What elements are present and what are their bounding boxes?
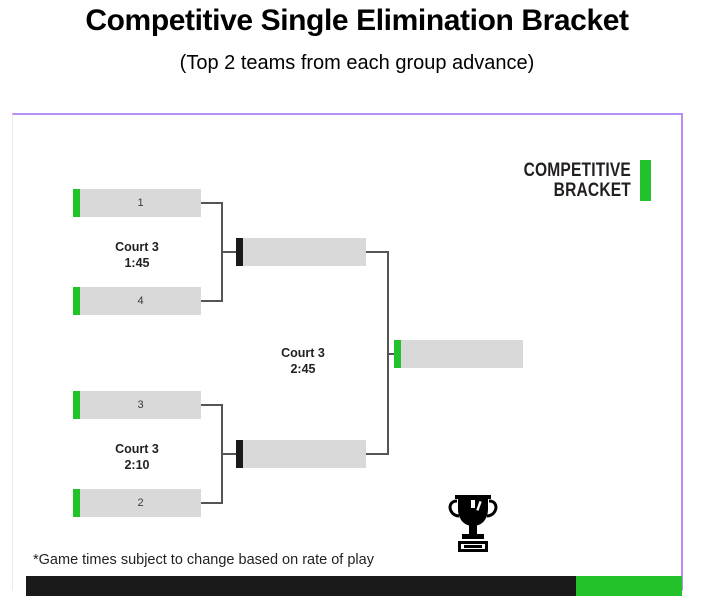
connector-line xyxy=(201,300,223,302)
trophy-icon xyxy=(448,495,498,552)
connector-line xyxy=(366,251,389,253)
match-info-final: Court 3 2:45 xyxy=(243,345,363,377)
slot-accent-icon xyxy=(73,391,80,419)
slot-accent-icon xyxy=(73,189,80,217)
slot-seed-4[interactable]: 4 xyxy=(73,287,201,315)
slot-seed-1[interactable]: 1 xyxy=(73,189,201,217)
footnote-text: *Game times subject to change based on r… xyxy=(33,552,374,568)
bottom-bar-green-segment xyxy=(576,576,682,596)
slot-accent-icon xyxy=(73,489,80,517)
slot-accent-icon xyxy=(73,287,80,315)
page-title: Competitive Single Elimination Bracket xyxy=(85,4,629,37)
match-time-label: 1:45 xyxy=(124,256,150,270)
connector-line xyxy=(221,453,237,455)
match-court-label: Court 3 xyxy=(281,346,325,360)
competitive-bracket-logo: COMPETITIVE BRACKET xyxy=(500,160,651,201)
connector-line xyxy=(201,502,223,504)
connector-line xyxy=(366,453,389,455)
connector-line xyxy=(221,251,237,253)
bottom-bar xyxy=(26,576,682,596)
slot-seed-label: 1 xyxy=(137,197,144,209)
slot-accent-icon xyxy=(394,340,401,368)
match-time-label: 2:10 xyxy=(124,458,150,472)
match-info-r1m2: Court 3 2:10 xyxy=(73,441,201,473)
slot-semifinal-top[interactable] xyxy=(236,238,366,266)
slot-accent-icon xyxy=(236,440,243,468)
connector-line xyxy=(201,202,223,204)
logo-line-2: BRACKET xyxy=(553,179,631,201)
slot-semifinal-bottom[interactable] xyxy=(236,440,366,468)
slot-seed-label: 4 xyxy=(137,295,144,307)
match-info-r1m1: Court 3 1:45 xyxy=(73,239,201,271)
slot-seed-2[interactable]: 2 xyxy=(73,489,201,517)
match-time-label: 2:45 xyxy=(290,362,316,376)
slot-accent-icon xyxy=(236,238,243,266)
logo-line-1: COMPETITIVE xyxy=(523,159,631,181)
slot-champion[interactable] xyxy=(394,340,523,368)
connector-line xyxy=(201,404,223,406)
bottom-bar-black-segment xyxy=(26,576,576,596)
logo-accent-bar xyxy=(640,160,651,201)
slot-seed-label: 3 xyxy=(137,399,144,411)
bracket-panel: COMPETITIVE BRACKET 1 Court 3 1:45 4 xyxy=(12,113,683,596)
page-subtitle: (Top 2 teams from each group advance) xyxy=(179,52,535,74)
slot-seed-label: 2 xyxy=(137,497,144,509)
slot-seed-3[interactable]: 3 xyxy=(73,391,201,419)
match-court-label: Court 3 xyxy=(115,442,159,456)
match-court-label: Court 3 xyxy=(115,240,159,254)
logo-text: COMPETITIVE BRACKET xyxy=(523,159,631,201)
